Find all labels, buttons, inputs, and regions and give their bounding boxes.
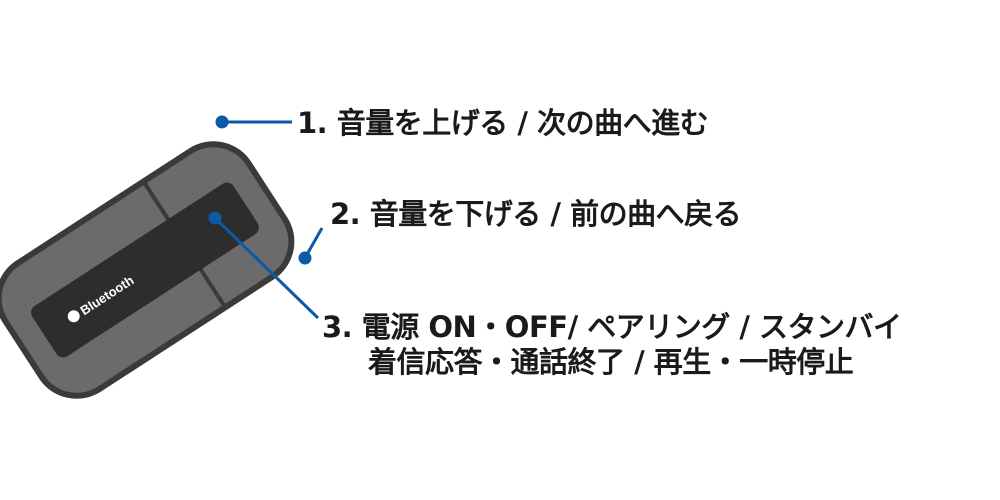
callout-label-3: 3. 電源 ON・OFF/ ペアリング / スタンバイ: [322, 310, 902, 344]
center-button-panel: [31, 182, 259, 358]
callout-dot-1: [215, 115, 229, 129]
callout-dot-3: [208, 211, 222, 225]
callout-label-2: 2. 音量を下げる / 前の曲へ戻る: [330, 197, 742, 231]
callout-lines: [208, 115, 324, 320]
callout-line-3: [213, 216, 320, 320]
callout-dot-2: [298, 251, 312, 265]
bluetooth-receiver: Bluetooth: [0, 141, 295, 399]
callout-label-3-line2: 着信応答・通話終了 / 再生・一時停止: [368, 345, 854, 379]
bluetooth-icon: [67, 310, 80, 323]
callout-label-1: 1. 音量を上げる / 次の曲へ進む: [297, 106, 709, 140]
